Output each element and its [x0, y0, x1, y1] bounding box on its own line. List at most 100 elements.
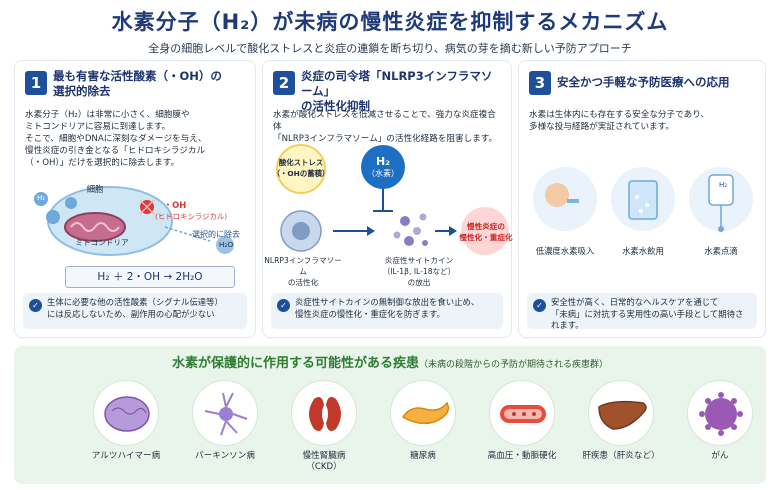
panel-preventive-medicine: 3 安全かつ手軽な予防医療への応用 水素は生体内にも存在する安全な分子であり、 … [518, 60, 766, 338]
disease-section: 水素が保護的に作用する可能性がある疾患（未病の段階からの予防が期待される疾患群）… [14, 346, 766, 484]
panel-selective-removal: 1 最も有害な活性酸素（・OH）の 選択的除去 水素分子（H₂）は非常に小さく、… [14, 60, 256, 338]
panel-number: 3 [529, 71, 551, 95]
panel-heading: 炎症の司令塔「NLRP3インフラマソーム」 の活性化抑制 [301, 69, 503, 114]
disease-label-line: （CKD） [306, 462, 342, 472]
body-line: （・OH）」だけを選択的に除去します。 [25, 158, 180, 168]
inflammation-glow-icon [461, 207, 509, 255]
result-label-line: 慢性炎症の [467, 222, 505, 231]
disease-label: がん [675, 451, 765, 462]
cancer-cell-icon [687, 380, 753, 446]
disease-label-line: 慢性腎臓病 [302, 451, 346, 461]
panel-body: 水素が酸化ストレスを低減させることで、強力な炎症複合体 「NLRP3インフラマソ… [273, 109, 501, 145]
method-water-label: 水素水飲用 [622, 246, 664, 256]
panel-number: 1 [25, 71, 47, 95]
artery-icon [489, 380, 555, 446]
cell-label: 細胞 [86, 184, 104, 194]
stress-label-line: （・OHの蓄積） [272, 169, 330, 178]
disease-label: 肝疾患（肝炎など） [576, 451, 666, 462]
disease-title-text: 水素が保護的に作用する可能性がある疾患 [171, 356, 419, 371]
check-icon: ✓ [277, 299, 290, 312]
h2-molecule-icon [46, 210, 60, 224]
stress-burst-icon [276, 144, 326, 194]
note-line: 慢性炎症の慢性化・重症化を防ぎます。 [295, 308, 445, 319]
method-inhalation-label: 低濃度水素吸入 [535, 246, 595, 256]
body-line: 水素が酸化ストレスを低減させることで、強力な炎症複合体 [273, 110, 496, 132]
note-line: には反応しないため、副作用の心配が少ない [47, 308, 215, 319]
body-line: 水素は生体内にも存在する安全な分子であり、 [529, 110, 710, 120]
panel-heading: 最も有害な活性酸素（・OH）の 選択的除去 [53, 69, 247, 99]
result-label-line: 慢性化・重症化 [459, 233, 513, 242]
cytokine-label-line: 炎症性サイトカイン [384, 256, 454, 265]
h2o-label: H₂O [218, 240, 234, 249]
disease-label: アルツハイマー病 [81, 451, 171, 462]
body-line: そこで、細胞やDNAに深刻なダメージを与え、 [25, 134, 207, 144]
panel-nlrp3: 2 炎症の司令塔「NLRP3インフラマソーム」 の活性化抑制 水素が酸化ストレス… [262, 60, 513, 338]
panel-body: 水素は生体内にも存在する安全な分子であり、 多様な投与経路が実証されています。 [529, 109, 755, 133]
body-line: ミトコンドリアに容易に到達します。 [25, 122, 171, 132]
disease-label: 高血圧・動脈硬化 [477, 451, 567, 462]
body-line: 水素分子（H₂）は非常に小さく、細胞膜や [25, 110, 190, 120]
reaction-equation: H₂ ＋ 2・OH → 2H₂O [65, 266, 235, 288]
stress-label-line: 酸化ストレス [278, 158, 324, 167]
panel-heading-line: 最も有害な活性酸素（・OH）の [53, 69, 222, 83]
page-subtitle: 全身の細胞レベルで酸化ストレスと炎症の連鎖を断ち切り、病気の芽を摘む新しい予防ア… [148, 42, 632, 55]
note-line: 安全性が高く、日常的なヘルスケアを通じて [551, 297, 719, 307]
nlrp3-pathway-diagram [276, 144, 509, 255]
disease-label-line: 肝疾患（肝炎など） [582, 451, 660, 461]
h2-circle-line: （水素） [367, 169, 399, 178]
panel-heading-line: の活性化抑制 [301, 99, 370, 113]
disease-label: 慢性腎臓病（CKD） [279, 451, 369, 473]
note-line: 「未病」に対抗する実用性の高い手段として期待されます。 [551, 308, 744, 331]
h2-circle-label: H₂ （水素） [361, 155, 405, 179]
nlrp3-label-line: の活性化 [287, 278, 319, 287]
disease-label-line: アルツハイマー病 [91, 451, 161, 461]
method-drip-label: 水素点滴 [704, 246, 738, 256]
cytokine-label-line: の放出 [407, 278, 431, 287]
page-title: 水素分子（H₂）が未病の慢性炎症を抑制するメカニズム [111, 10, 669, 34]
panel-body: 水素分子（H₂）は非常に小さく、細胞膜や ミトコンドリアに容易に到達します。 そ… [25, 109, 245, 169]
liver-icon [588, 380, 654, 446]
water-molecule-icon [216, 236, 234, 254]
oh-sublabel: (ヒドロキシラジカル) [155, 212, 228, 221]
panel-number: 2 [273, 71, 295, 95]
nlrp3-label: NLRP3インフラマソーム の活性化 [263, 255, 343, 288]
panel-heading-line: 炎症の司令塔「NLRP3インフラマソーム」 [301, 69, 493, 98]
panel-heading-line: 選択的除去 [53, 84, 111, 98]
disease-label-line: 高血圧・動脈硬化 [487, 451, 557, 461]
panel-note: ✓ 炎症性サイトカインの無制御な放出を食い止め、 慢性炎症の慢性化・重症化を防ぎ… [271, 293, 503, 329]
check-icon: ✓ [533, 299, 546, 312]
h2-circle-line: H₂ [375, 155, 391, 168]
disease-label-line: がん [711, 451, 729, 461]
cytokine-label: 炎症性サイトカイン （IL-1β, IL-18など） の放出 [375, 255, 463, 288]
administration-methods [533, 167, 753, 232]
disease-label-line: パーキンソン病 [195, 451, 255, 461]
note-line: 炎症性サイトカインの無制御な放出を食い止め、 [295, 297, 480, 307]
body-line: 慢性炎症の引き金となる「ヒドロキシラジカル [25, 146, 206, 156]
panel-heading: 安全かつ手軽な予防医療への応用 [557, 75, 730, 89]
cell-illustration [34, 186, 234, 256]
body-line: 「NLRP3インフラマソーム」の活性化経路を阻害します。 [273, 134, 498, 144]
body-line: 多様な投与経路が実証されています。 [529, 122, 674, 132]
disease-section-title: 水素が保護的に作用する可能性がある疾患（未病の段階からの予防が期待される疾患群） [14, 352, 766, 371]
pancreas-icon [390, 380, 456, 446]
disease-label-line: 糖尿病 [410, 451, 436, 461]
h2-label: H₂ [718, 181, 728, 189]
mitochondria-label: ミトコンドリア [75, 238, 129, 247]
h2-molecule-icon [34, 192, 48, 206]
h2-molecule-icon [65, 197, 77, 209]
panel-note: ✓ 安全性が高く、日常的なヘルスケアを通じて 「未病」に対抗する実用性の高い手段… [527, 293, 757, 331]
oh-label: ・OH [163, 200, 187, 210]
kidney-icon [291, 380, 357, 446]
disease-label: 糖尿病 [378, 451, 468, 462]
panel-note: ✓ 生体に必要な他の活性酸素（シグナル伝達等） には反応しないため、副作用の心配… [23, 293, 247, 329]
stress-label: 酸化ストレス （・OHの蓄積） [271, 157, 331, 179]
check-icon: ✓ [29, 299, 42, 312]
disease-label: パーキンソン病 [180, 451, 270, 462]
brain-icon [93, 380, 159, 446]
cytokine-cluster-icon [393, 213, 428, 246]
note-line: 生体に必要な他の活性酸素（シグナル伝達等） [47, 297, 223, 307]
result-label: 慢性炎症の 慢性化・重症化 [459, 221, 513, 243]
remove-label: 選択的に除去 [192, 230, 240, 239]
disease-title-note: （未病の段階からの予防が期待される疾患群） [419, 360, 609, 370]
